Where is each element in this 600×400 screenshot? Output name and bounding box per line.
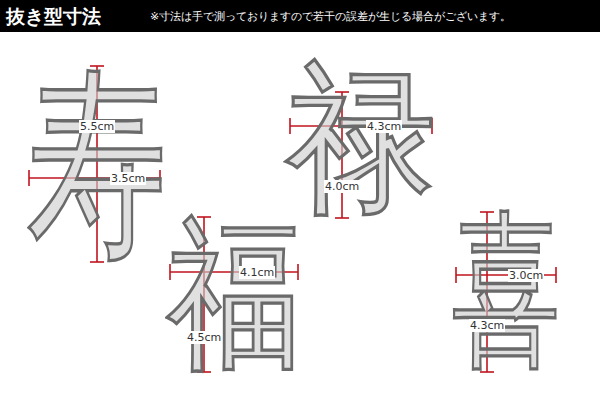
die-cut-character: 寿 [27,60,167,266]
dimension-label: 4.0cm [324,180,360,193]
character-glyph: 喜 [452,208,560,376]
header-note: ※寸法は手で測っておりますので若干の誤差が生じる場合がございます。 [150,10,511,24]
dimension-label: 4.1cm [239,266,275,279]
dimension-label: 5.5cm [79,120,115,133]
character-glyph: 福 [167,212,301,374]
dimension-label: 4.3cm [469,319,505,332]
page-title: 抜き型寸法 [6,5,101,27]
die-cut-character: 禄 [286,56,436,218]
character-glyph: 寿 [27,60,167,266]
dimension-label: 4.5cm [186,331,222,344]
dimension-label: 3.5cm [110,172,146,185]
dimension-label: 4.3cm [366,120,402,133]
die-cut-character: 福 [167,212,301,374]
dimension-label: 3.0cm [508,269,544,282]
die-cut-character: 喜 [452,208,560,376]
character-glyph: 禄 [286,56,436,218]
